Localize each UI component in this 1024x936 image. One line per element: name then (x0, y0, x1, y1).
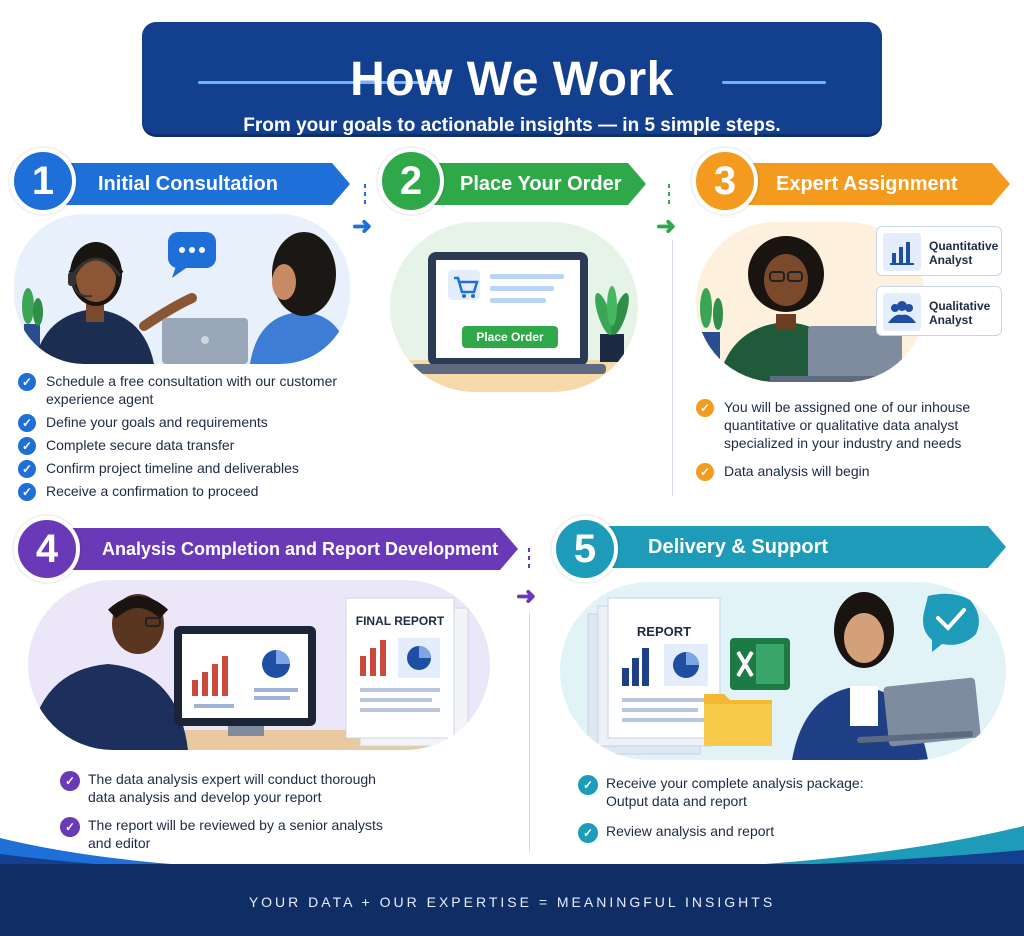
check-badge-icon (923, 593, 979, 652)
delivery-scene (587, 592, 981, 760)
pie-chart-icon (262, 650, 290, 678)
list-item: ✓The report will be reviewed by a senior… (60, 816, 400, 852)
connector-line (528, 548, 530, 572)
check-icon: ✓ (60, 817, 80, 837)
laptop-icon (857, 677, 981, 747)
footer-bar: YOUR DATA + OUR EXPERTISE = MEANINGFUL I… (0, 864, 1024, 936)
step-1-illustration (14, 214, 350, 364)
laptop-icon (770, 326, 910, 382)
title-rule-right (722, 81, 826, 84)
check-icon: ✓ (18, 373, 36, 391)
separator (529, 612, 530, 852)
consultation-scene (22, 232, 350, 364)
list-item: ✓You will be assigned one of our inhouse… (696, 398, 996, 452)
quantitative-analyst-card: Quantitative Analyst (876, 226, 1002, 276)
step-4-checklist: ✓The data analysis expert will conduct t… (60, 770, 400, 857)
plant-icon (700, 288, 723, 372)
separator (672, 240, 673, 496)
step-1-title: Initial Consultation (60, 163, 350, 205)
card-label: Quantitative Analyst (929, 239, 999, 267)
step-5-number: 5 (552, 516, 618, 582)
footer-tagline: YOUR DATA + OUR EXPERTISE = MEANINGFUL I… (248, 894, 776, 910)
qualitative-analyst-card: Qualitative Analyst (876, 286, 1002, 336)
laptop-icon (412, 252, 606, 374)
agent-figure (34, 242, 197, 364)
step-3-title: Expert Assignment (742, 163, 1010, 205)
monitor-icon (174, 626, 316, 736)
analyst-scene (700, 236, 910, 382)
arrow-right-icon: ➜ (352, 213, 373, 240)
check-icon: ✓ (578, 775, 598, 795)
list-item: ✓The data analysis expert will conduct t… (60, 770, 400, 806)
step-3-number: 3 (692, 148, 758, 214)
list-item: ✓Data analysis will begin (696, 462, 996, 481)
list-item: ✓Receive a confirmation to proceed (18, 482, 348, 501)
pie-chart-icon (664, 644, 708, 686)
page-title: How We Work (350, 53, 674, 106)
place-order-button[interactable]: Place Order (462, 326, 558, 348)
headset-icon (68, 257, 122, 298)
check-icon: ✓ (18, 414, 36, 432)
step-1-number: 1 (10, 148, 76, 214)
title-rule-left (198, 81, 444, 84)
final-report-document (345, 597, 469, 747)
pie-chart-icon (398, 638, 440, 678)
check-icon: ✓ (18, 460, 36, 478)
arrow-right-icon: ➜ (516, 583, 537, 610)
bar-chart-icon (883, 233, 921, 271)
folder-icon (704, 694, 772, 746)
check-icon: ✓ (60, 771, 80, 791)
report-development-scene (28, 594, 490, 750)
report-title: REPORT (636, 624, 692, 639)
check-icon: ✓ (578, 823, 598, 843)
list-item: ✓Define your goals and requirements (18, 413, 348, 432)
step-1-checklist: ✓Schedule a free consultation with our c… (18, 372, 348, 505)
check-icon: ✓ (696, 399, 714, 417)
step-5-checklist: ✓Receive your complete analysis package:… (578, 774, 898, 845)
list-item: ✓Schedule a free consultation with our c… (18, 372, 348, 408)
step-4-illustration: FINAL REPORT (28, 580, 490, 750)
order-scene (394, 252, 634, 392)
people-icon (883, 293, 921, 331)
plant-icon (595, 286, 629, 362)
final-report-title: FINAL REPORT (355, 614, 445, 628)
step-5-illustration: REPORT (560, 582, 1006, 760)
connector-line (668, 184, 670, 204)
excel-icon (730, 638, 790, 690)
check-icon: ✓ (696, 463, 714, 481)
page-subtitle: From your goals to actionable insights —… (243, 115, 781, 136)
step-4-number: 4 (14, 516, 80, 582)
arrow-right-icon: ➜ (656, 213, 677, 240)
step-4-title: Analysis Completion and Report Developme… (64, 528, 518, 570)
step-2-title: Place Your Order (428, 163, 646, 205)
laptop-icon (162, 318, 248, 364)
list-item: ✓Review analysis and report (578, 822, 898, 843)
step-5-title: Delivery & Support (602, 526, 1006, 568)
report-document (587, 597, 721, 755)
list-item: ✓Complete secure data transfer (18, 436, 348, 455)
step-3-illustration (696, 222, 926, 382)
plant-icon (22, 288, 43, 354)
card-label: Qualitative Analyst (929, 299, 991, 327)
cart-icon (448, 270, 480, 300)
connector-line (364, 184, 366, 204)
step-3-checklist: ✓You will be assigned one of our inhouse… (696, 398, 996, 485)
check-icon: ✓ (18, 483, 36, 501)
list-item: ✓Receive your complete analysis package:… (578, 774, 898, 810)
list-item: ✓Confirm project timeline and deliverabl… (18, 459, 348, 478)
header-banner: How We Work From your goals to actionabl… (142, 22, 882, 136)
chat-bubble-icon (168, 232, 216, 278)
step-2-illustration: Place Order (390, 222, 638, 392)
step-2-number: 2 (378, 148, 444, 214)
client-figure (250, 232, 350, 364)
check-icon: ✓ (18, 437, 36, 455)
